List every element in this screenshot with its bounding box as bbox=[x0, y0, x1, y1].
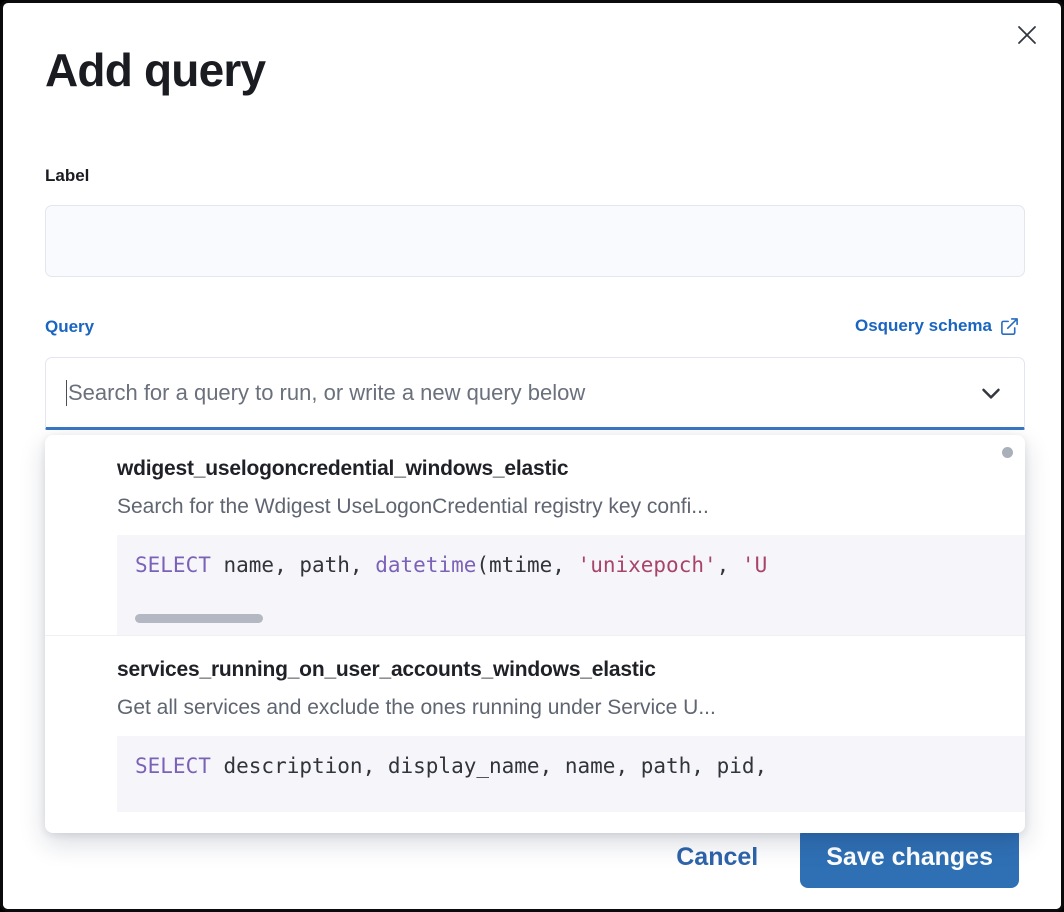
close-icon bbox=[1015, 23, 1039, 47]
option-sql-preview[interactable]: SELECT name, path, datetime(mtime, 'unix… bbox=[117, 535, 1025, 635]
list-item[interactable]: services_running_on_user_accounts_window… bbox=[45, 635, 1025, 812]
query-suggestions-dropdown: wdigest_uselogoncredential_windows_elast… bbox=[45, 435, 1025, 833]
osquery-schema-link[interactable]: Osquery schema bbox=[855, 316, 1019, 336]
option-description: Search for the Wdigest UseLogonCredentia… bbox=[117, 495, 709, 518]
option-title: wdigest_uselogoncredential_windows_elast… bbox=[117, 457, 569, 480]
osquery-schema-link-label: Osquery schema bbox=[854, 316, 992, 335]
page-title: Add query bbox=[45, 44, 266, 96]
chevron-down-icon[interactable] bbox=[976, 378, 1006, 408]
query-combobox-placeholder: Search for a query to run, or write a ne… bbox=[68, 379, 586, 405]
external-link-icon bbox=[1000, 317, 1019, 336]
option-title: services_running_on_user_accounts_window… bbox=[117, 658, 656, 681]
sql-horizontal-scrollbar[interactable] bbox=[135, 614, 263, 623]
label-field-label: Label bbox=[45, 166, 90, 185]
option-description: Get all services and exclude the ones ru… bbox=[117, 696, 716, 719]
close-icon-button[interactable] bbox=[1007, 15, 1047, 55]
list-item[interactable]: wdigest_uselogoncredential_windows_elast… bbox=[45, 435, 1025, 635]
text-cursor bbox=[66, 379, 67, 406]
query-combobox[interactable]: Search for a query to run, or write a ne… bbox=[45, 357, 1025, 430]
label-input[interactable] bbox=[45, 205, 1025, 277]
cancel-button[interactable]: Cancel bbox=[672, 837, 762, 878]
save-changes-button[interactable]: Save changes bbox=[800, 826, 1019, 888]
option-sql-preview[interactable]: SELECT description, display_name, name, … bbox=[117, 736, 1025, 812]
dropdown-scrollbar[interactable] bbox=[1002, 447, 1013, 458]
query-field-label: Query bbox=[45, 317, 95, 336]
